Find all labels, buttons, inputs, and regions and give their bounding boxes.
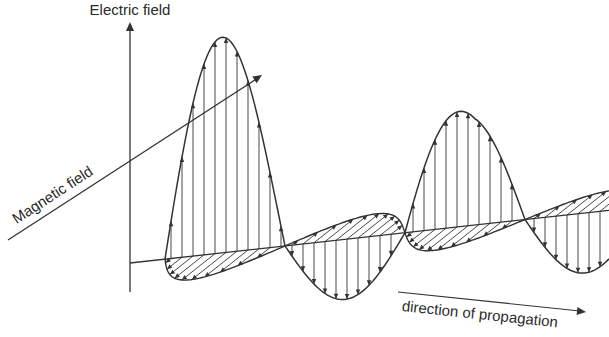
magnetic-vector-arrowhead bbox=[383, 214, 388, 219]
electric-field-vector bbox=[215, 42, 216, 254]
electric-field-vector bbox=[424, 168, 425, 231]
electric-field-vector bbox=[512, 184, 513, 221]
magnetic-vector-arrowhead bbox=[389, 216, 394, 221]
electric-field-vector bbox=[457, 112, 458, 227]
electric-field-vector bbox=[369, 237, 370, 286]
electric-field-vector bbox=[490, 136, 491, 223]
electric-field-vector bbox=[325, 242, 326, 294]
magnetic-vector-arrowhead bbox=[397, 225, 402, 230]
electric-field-vector bbox=[336, 240, 337, 298]
magnetic-vector-arrowhead bbox=[394, 220, 399, 225]
magnetic-field-vector bbox=[205, 251, 237, 277]
electric-field-vector bbox=[237, 52, 238, 252]
electric-field-vector bbox=[270, 173, 271, 248]
electric-axis bbox=[129, 24, 130, 292]
axis-label: Magnetic field bbox=[9, 162, 96, 227]
electric-axis-arrowhead bbox=[126, 22, 134, 31]
electric-field-vector bbox=[446, 121, 447, 228]
electric-field-vector bbox=[468, 113, 469, 226]
magnetic-axis bbox=[8, 78, 258, 240]
magnetic-vector-arrowhead bbox=[419, 245, 424, 250]
electric-field-vector bbox=[347, 239, 348, 299]
magnetic-vector-arrowhead bbox=[167, 264, 172, 269]
electric-field-vector bbox=[193, 103, 194, 256]
propagation-axis bbox=[130, 210, 609, 263]
electric-field-vector bbox=[259, 122, 260, 248]
electric-field-vector bbox=[501, 158, 502, 223]
electric-field-vector bbox=[248, 81, 249, 250]
magnetic-vector-arrowhead bbox=[175, 273, 180, 278]
electric-field-wave bbox=[165, 37, 609, 299]
electric-field-vector bbox=[226, 38, 227, 253]
direction-label: direction of propagation bbox=[401, 297, 559, 330]
magnetic-vector-arrowhead bbox=[413, 242, 418, 247]
magnetic-field-vector bbox=[600, 191, 609, 212]
magnetic-field-vector bbox=[358, 214, 388, 238]
electric-field-vector bbox=[578, 214, 579, 273]
electric-field-vector bbox=[358, 238, 359, 295]
magnetic-vector-arrowhead bbox=[170, 270, 175, 275]
electric-field-vector bbox=[567, 215, 568, 268]
electric-field-vector bbox=[314, 243, 315, 284]
electric-field-vector bbox=[479, 122, 480, 225]
electric-field-vector bbox=[600, 211, 601, 266]
axis-label: Electric field bbox=[90, 1, 171, 18]
electric-field-vector bbox=[182, 157, 183, 257]
electric-field-vector bbox=[204, 64, 205, 255]
electric-field-vector bbox=[556, 216, 557, 260]
magnetic-vector-arrowhead bbox=[409, 238, 414, 243]
magnetic-vector-arrowhead bbox=[182, 275, 187, 280]
electric-field-vector bbox=[435, 140, 436, 230]
magnetic-field-vector bbox=[175, 255, 204, 278]
magnetic-axis-arrowhead bbox=[252, 75, 262, 83]
electric-field-vector bbox=[380, 236, 381, 273]
electric-field-vector bbox=[589, 213, 590, 273]
propagation-arrowhead bbox=[577, 307, 586, 315]
magnetic-field-vector bbox=[347, 214, 379, 240]
